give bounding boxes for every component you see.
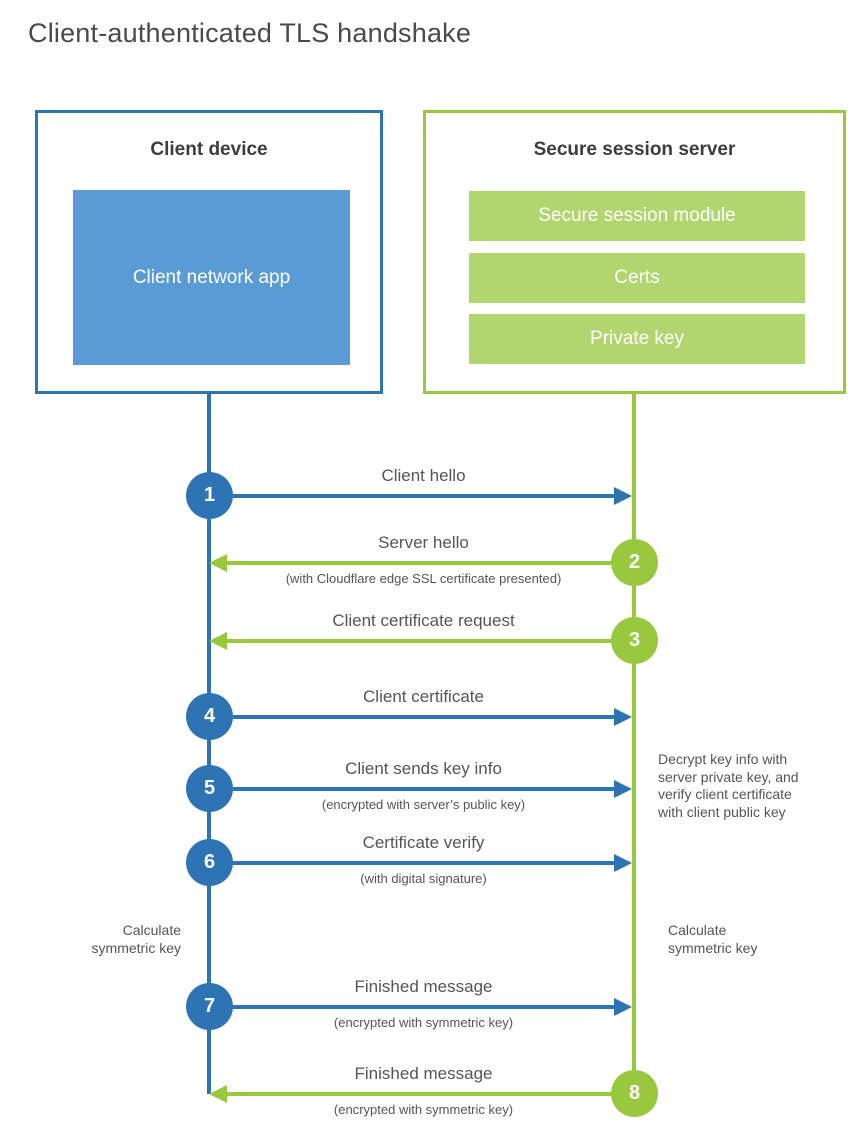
step-7-arrow-line: [233, 1005, 614, 1009]
secure-session-module-bar: Secure session module: [469, 191, 805, 241]
step-7-label: Finished message: [354, 977, 493, 996]
step-2-arrowhead-icon: [209, 554, 227, 572]
private-key-bar: Private key: [469, 314, 805, 364]
page-title: Client-authenticated TLS handshake: [28, 18, 472, 48]
step-8-arrow-line: [226, 1092, 612, 1096]
client-network-app-box: Client network app: [73, 190, 350, 365]
step-6-arrowhead-icon: [614, 854, 632, 872]
secure-session-server-title: Secure session server: [533, 139, 736, 160]
step-4-arrow-line: [233, 715, 614, 719]
step-1-label: Client hello: [381, 466, 466, 485]
step-6-badge: 6: [186, 839, 233, 886]
client-device-box: Client device Client network app: [35, 110, 383, 394]
step-8-label: Finished message: [354, 1064, 493, 1083]
step-2-label: Server hello: [378, 533, 469, 552]
client-lifeline: [207, 394, 211, 1094]
step-4-badge: 4: [186, 693, 233, 740]
step-5-badge: 5: [186, 765, 233, 812]
calculate-symmetric-key-left: Calculate symmetric key: [91, 922, 181, 956]
step-5-arrow-line: [233, 787, 614, 791]
server-lifeline: [632, 394, 636, 1094]
step-4-arrowhead-icon: [614, 708, 632, 726]
step-3-badge: 3: [611, 617, 658, 664]
client-network-app-label: Client network app: [132, 266, 291, 288]
step-8-sublabel: (encrypted with symmetric key): [333, 1102, 514, 1117]
client-device-title: Client device: [150, 139, 268, 160]
step-8-badge: 8: [611, 1070, 658, 1117]
step-6-sublabel: (with digital signature): [360, 871, 487, 886]
step-2-sublabel: (with Cloudflare edge SSL certificate pr…: [285, 571, 562, 586]
calculate-symmetric-key-right: Calculate symmetric key: [668, 922, 758, 956]
step-3-label: Client certificate request: [332, 611, 515, 630]
step-6-label: Certificate verify: [362, 833, 485, 852]
step-5-arrowhead-icon: [614, 780, 632, 798]
decrypt-note: Decrypt key info with server private key…: [658, 751, 799, 820]
step-1-arrowhead-icon: [614, 487, 632, 505]
secure-session-server-box: Secure session server Secure session mod…: [423, 110, 846, 394]
step-3-arrowhead-icon: [209, 632, 227, 650]
step-5-label: Client sends key info: [345, 759, 502, 778]
step-1-arrow-line: [233, 494, 614, 498]
step-7-arrowhead-icon: [614, 998, 632, 1016]
step-6-arrow-line: [233, 861, 614, 865]
step-7-badge: 7: [186, 983, 233, 1030]
step-3-arrow-line: [226, 639, 612, 643]
step-8-arrowhead-icon: [209, 1085, 227, 1103]
step-5-sublabel: (encrypted with server’s public key): [321, 797, 526, 812]
step-2-arrow-line: [226, 561, 612, 565]
step-4-label: Client certificate: [363, 687, 484, 706]
step-2-badge: 2: [611, 539, 658, 586]
step-7-sublabel: (encrypted with symmetric key): [333, 1015, 514, 1030]
certs-bar: Certs: [469, 253, 805, 303]
step-1-badge: 1: [186, 472, 233, 519]
